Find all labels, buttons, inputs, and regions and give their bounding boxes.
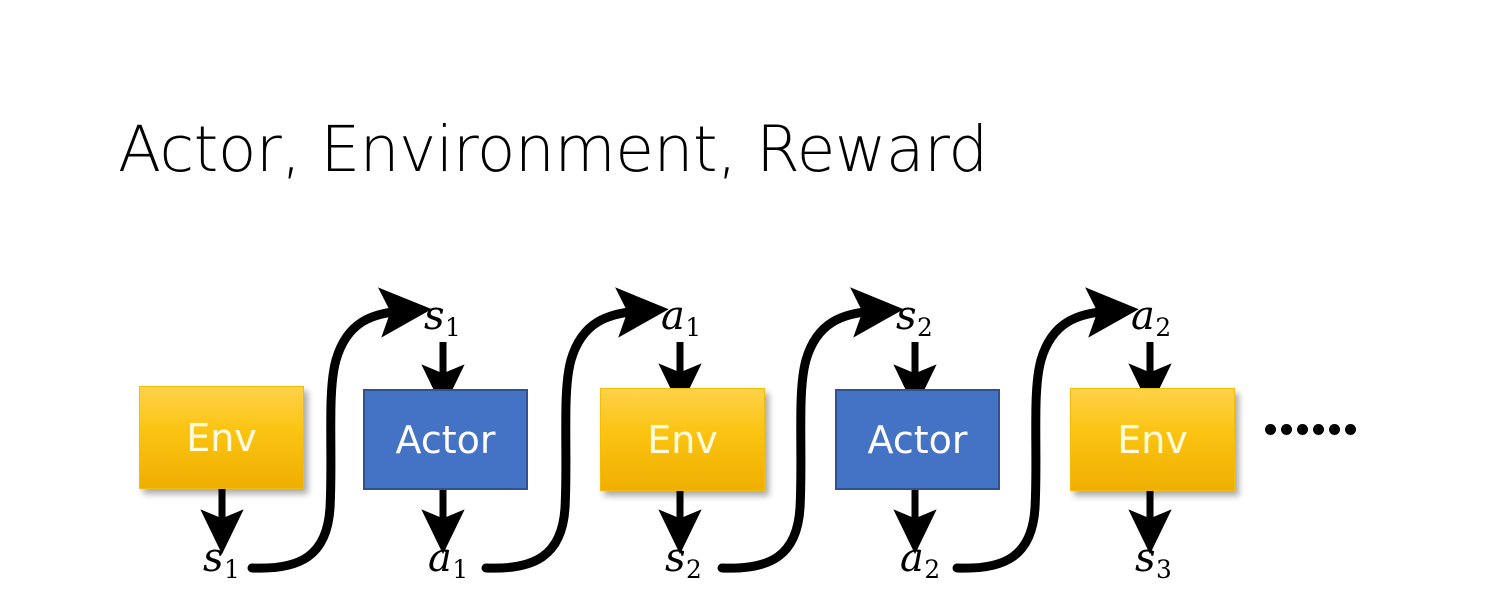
symbol: s xyxy=(665,535,686,581)
node-label: Actor xyxy=(867,417,968,462)
ellipsis-indicator xyxy=(1265,424,1356,435)
ellipsis-dot xyxy=(1297,424,1308,435)
node-label: Env xyxy=(1117,417,1188,462)
node-env-3[interactable]: Env xyxy=(1070,388,1235,491)
symbol: a xyxy=(900,535,924,581)
label-state-s1-bottom: s1 xyxy=(203,535,240,582)
subscript: 1 xyxy=(224,555,240,585)
label-state-s2-bottom: s2 xyxy=(665,535,702,582)
subscript: 1 xyxy=(445,313,461,343)
node-label: Env xyxy=(186,415,257,460)
symbol: s xyxy=(1135,535,1156,581)
label-action-a1-bottom: a1 xyxy=(428,535,468,582)
node-env-2[interactable]: Env xyxy=(600,388,765,491)
subscript: 2 xyxy=(924,555,941,585)
subscript: 1 xyxy=(452,555,469,585)
node-env-1[interactable]: Env xyxy=(139,386,304,489)
label-state-s2-top: s2 xyxy=(896,293,933,340)
symbol: s xyxy=(896,293,917,339)
symbol: a xyxy=(661,293,685,339)
subscript: 2 xyxy=(917,313,933,343)
label-action-a2-bottom: a2 xyxy=(900,535,940,582)
subscript: 1 xyxy=(685,313,702,343)
symbol: s xyxy=(203,535,224,581)
subscript: 2 xyxy=(686,555,702,585)
subscript: 2 xyxy=(1155,313,1172,343)
subscript: 3 xyxy=(1156,555,1172,585)
arrow-down-into-box-group xyxy=(421,342,1172,410)
ellipsis-dot xyxy=(1329,424,1340,435)
label-state-s3-bottom: s3 xyxy=(1135,535,1172,582)
node-label: Env xyxy=(647,417,718,462)
symbol: s xyxy=(424,293,445,339)
page-title: Actor, Environment, Reward xyxy=(118,113,988,186)
node-actor-2[interactable]: Actor xyxy=(835,389,1000,490)
ellipsis-dot xyxy=(1345,424,1356,435)
ellipsis-dot xyxy=(1313,424,1324,435)
ellipsis-dot xyxy=(1281,424,1292,435)
label-state-s1-top: s1 xyxy=(424,293,461,340)
label-action-a1-top: a1 xyxy=(661,293,701,340)
node-label: Actor xyxy=(395,417,496,462)
symbol: a xyxy=(428,535,452,581)
symbol: a xyxy=(1131,293,1155,339)
node-actor-1[interactable]: Actor xyxy=(363,389,528,490)
arrow-down-out-of-box-group xyxy=(200,489,1172,555)
ellipsis-dot xyxy=(1265,424,1276,435)
label-action-a2-top: a2 xyxy=(1131,293,1171,340)
